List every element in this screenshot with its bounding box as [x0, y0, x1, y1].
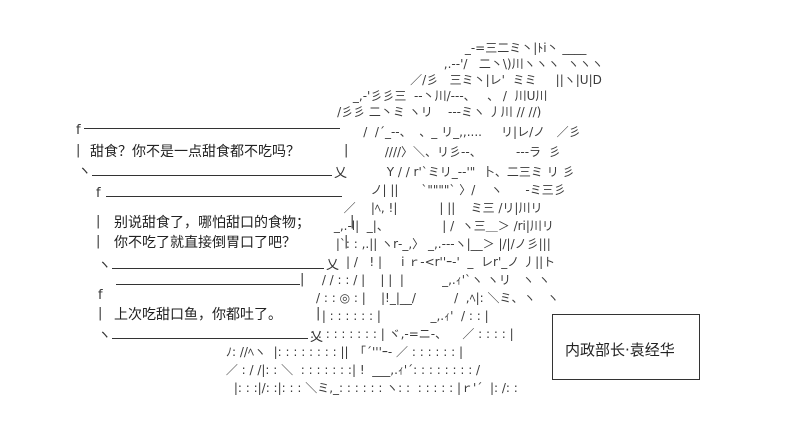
bubble-hook: f	[96, 186, 101, 201]
bubble-right-border: |	[344, 234, 349, 249]
bubble-tail: 乂	[326, 258, 340, 273]
art-row: / /´_‐‐、 、_ リ_,,.... リ|レ/ノ ／彡	[348, 125, 581, 139]
art-row: _,.-l| _|、 | / ヽ三＿＞ /ri|川リ	[330, 219, 554, 233]
art-row: ／ : / /|: : ＼ : : : : : : :| ! ___,.ｨ'´:…	[222, 363, 481, 377]
art-row: | : : : : : : | _,.ｨ' / : : |	[318, 309, 489, 323]
bubble-text-line: 上次吃甜口鱼，你都吐了。	[114, 307, 282, 323]
bubble-right-border: |	[300, 272, 305, 287]
art-row: /彡彡 二丶ミ ヽリ ‐‐‐ミヽ 丿川 // //)	[318, 105, 542, 119]
bubble-corner: ヽ	[78, 164, 92, 179]
bubble-divider	[116, 284, 300, 285]
art-row: / : : ◎ : | |!_|__/ / ,ﾍ|: ＼ミ、ヽ ヽ	[316, 291, 559, 305]
art-row: : : : : : : : : : | ヾ,‐=ニ‐、 ／ : : : : |	[310, 327, 514, 341]
art-row: ////〉＼、リ彡‐‐、 ‐‐‐ラ 彡	[362, 145, 561, 159]
bubble-bottom-border	[112, 268, 324, 269]
bubble-top-border	[106, 196, 342, 197]
art-row: _,-'彡彡三 ‐‐丶川/‐‐‐、 、 / 川U川	[330, 89, 548, 103]
bubble-tail: 乂	[334, 166, 348, 181]
bubble-left-border: |	[76, 143, 81, 158]
bubble-text-line: 别说甜食了，哪怕甜口的食物；	[114, 215, 310, 231]
bubble-right-border: |	[350, 214, 355, 229]
art-row: ﾉ: //ﾍヽ |: : : : : : : : || ｢´'''ｰ‐ ／ : …	[226, 345, 464, 359]
bubble-right-border: |	[316, 306, 321, 321]
art-row: / / : : / | | | | _,.ｨ'`ヽ ヽリ ヽ ヽ	[318, 273, 551, 287]
bubble-left-border: |	[98, 306, 103, 321]
bubble-text-line: 甜食？你不是一点甜食都不吃吗？	[90, 144, 300, 160]
art-row: | / ! | i ｒ‐<r''ｰ‐' _ レr'_ノ 丿||ト	[346, 255, 556, 269]
bubble-corner: ヽ	[98, 328, 112, 343]
art-row: ノ| || `""""` 〉/ ヽ ‐ミ三彡	[340, 183, 566, 197]
bubble-text-line: 你不吃了就直接倒胃口了吧？	[114, 235, 296, 251]
bubble-left-border: |	[96, 234, 101, 249]
art-row: ,.-‐'/ 二丶\)川ヽヽヽ ヽヽヽ	[398, 57, 604, 71]
art-row: ／ |ﾍ, !| | || ミ三 /リ|川リ	[336, 201, 543, 215]
art-row: |`: : ,.|| ヽr‐_,〉 _,.‐‐‐ヽ|__＞ |/|/ノ彡|||	[332, 237, 551, 251]
bubble-hook: f	[98, 288, 103, 303]
art-row: Y / / r'`ミリ_‐‐'" 卜、二三ミ リ 彡	[360, 165, 575, 179]
art-row: |: : :|/: :|: : : ＼ミ,_: : : : : : ヽ: : :…	[230, 381, 518, 395]
art-row: ／/彡 三ミ丶|レ' ミミ ||ヽ|U|D	[372, 73, 602, 87]
bubble-corner: ヽ	[98, 258, 112, 273]
speaker-name-box: 内政部长·袁经华	[552, 314, 700, 380]
speaker-name: 内政部长·袁经华	[565, 341, 675, 359]
art-row: _-=三二ミ丶|ﾄi丶 ____	[400, 41, 587, 55]
bubble-bottom-border	[92, 175, 332, 176]
bubble-top-border	[84, 128, 340, 129]
bubble-right-border: |	[344, 143, 349, 158]
bubble-hook: f	[76, 123, 81, 138]
bubble-bottom-border	[112, 338, 308, 339]
bubble-tail: 乂	[310, 330, 324, 345]
bubble-left-border: |	[96, 214, 101, 229]
